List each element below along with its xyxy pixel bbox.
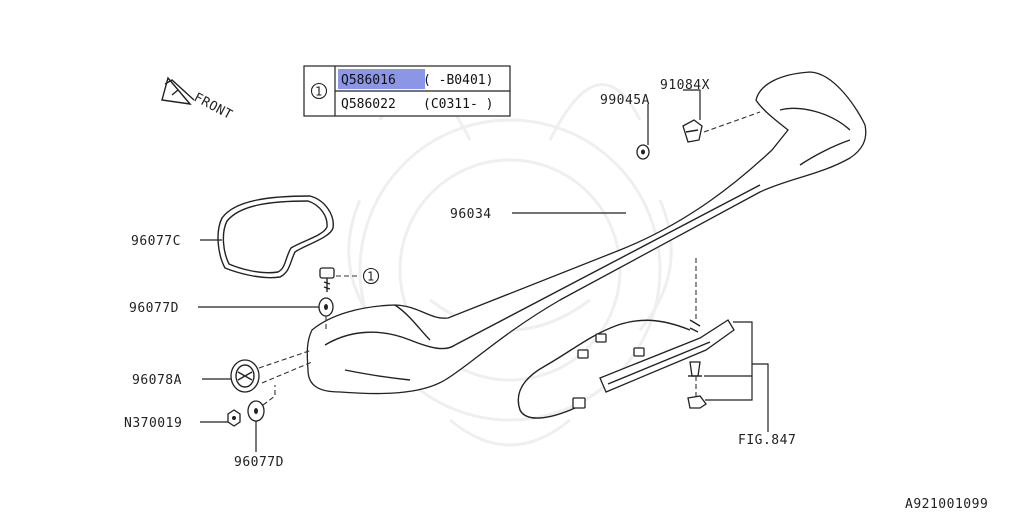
bolt-part: 1 (319, 267, 380, 292)
label-96077d-top[interactable]: 96077D (129, 301, 179, 316)
clip-part (636, 144, 650, 160)
reference-code: A921001099 (905, 497, 988, 512)
brake-light-part (517, 258, 735, 419)
label-91084x[interactable]: 91084X (660, 78, 710, 93)
front-label: FRONT (191, 90, 235, 123)
label-fig847[interactable]: FIG.847 (738, 433, 796, 448)
table-row-0-part[interactable]: Q586016 (341, 73, 396, 88)
nut-part (227, 409, 241, 427)
table-row-1-part[interactable]: Q586022 (341, 97, 396, 112)
bolt-callout-symbol: 1 (367, 270, 374, 284)
table-row-1-range: (C0311- ) (423, 97, 493, 112)
label-99045a[interactable]: 99045A (600, 93, 650, 108)
label-n370019[interactable]: N370019 (124, 416, 182, 431)
washer-bottom-part (247, 385, 276, 422)
grommet-part (230, 349, 313, 393)
highlight-marker (338, 69, 425, 89)
spoiler-part (306, 71, 867, 395)
label-96077d-bottom[interactable]: 96077D (234, 455, 284, 470)
leader-lines (198, 89, 701, 452)
front-arrow-icon (161, 76, 195, 105)
label-96034[interactable]: 96034 (450, 207, 492, 222)
seal-part (217, 195, 334, 279)
label-96078a[interactable]: 96078A (132, 373, 182, 388)
fig847-leaders (704, 321, 769, 432)
table-symbol: 1 (315, 85, 322, 99)
bumper-part (682, 111, 761, 143)
label-96077c[interactable]: 96077C (131, 234, 181, 249)
table-row-0-range: ( -B0401) (423, 73, 493, 88)
callout-table: 1 Q586016 ( -B0401) Q586022 (C0311- ) (303, 65, 511, 117)
